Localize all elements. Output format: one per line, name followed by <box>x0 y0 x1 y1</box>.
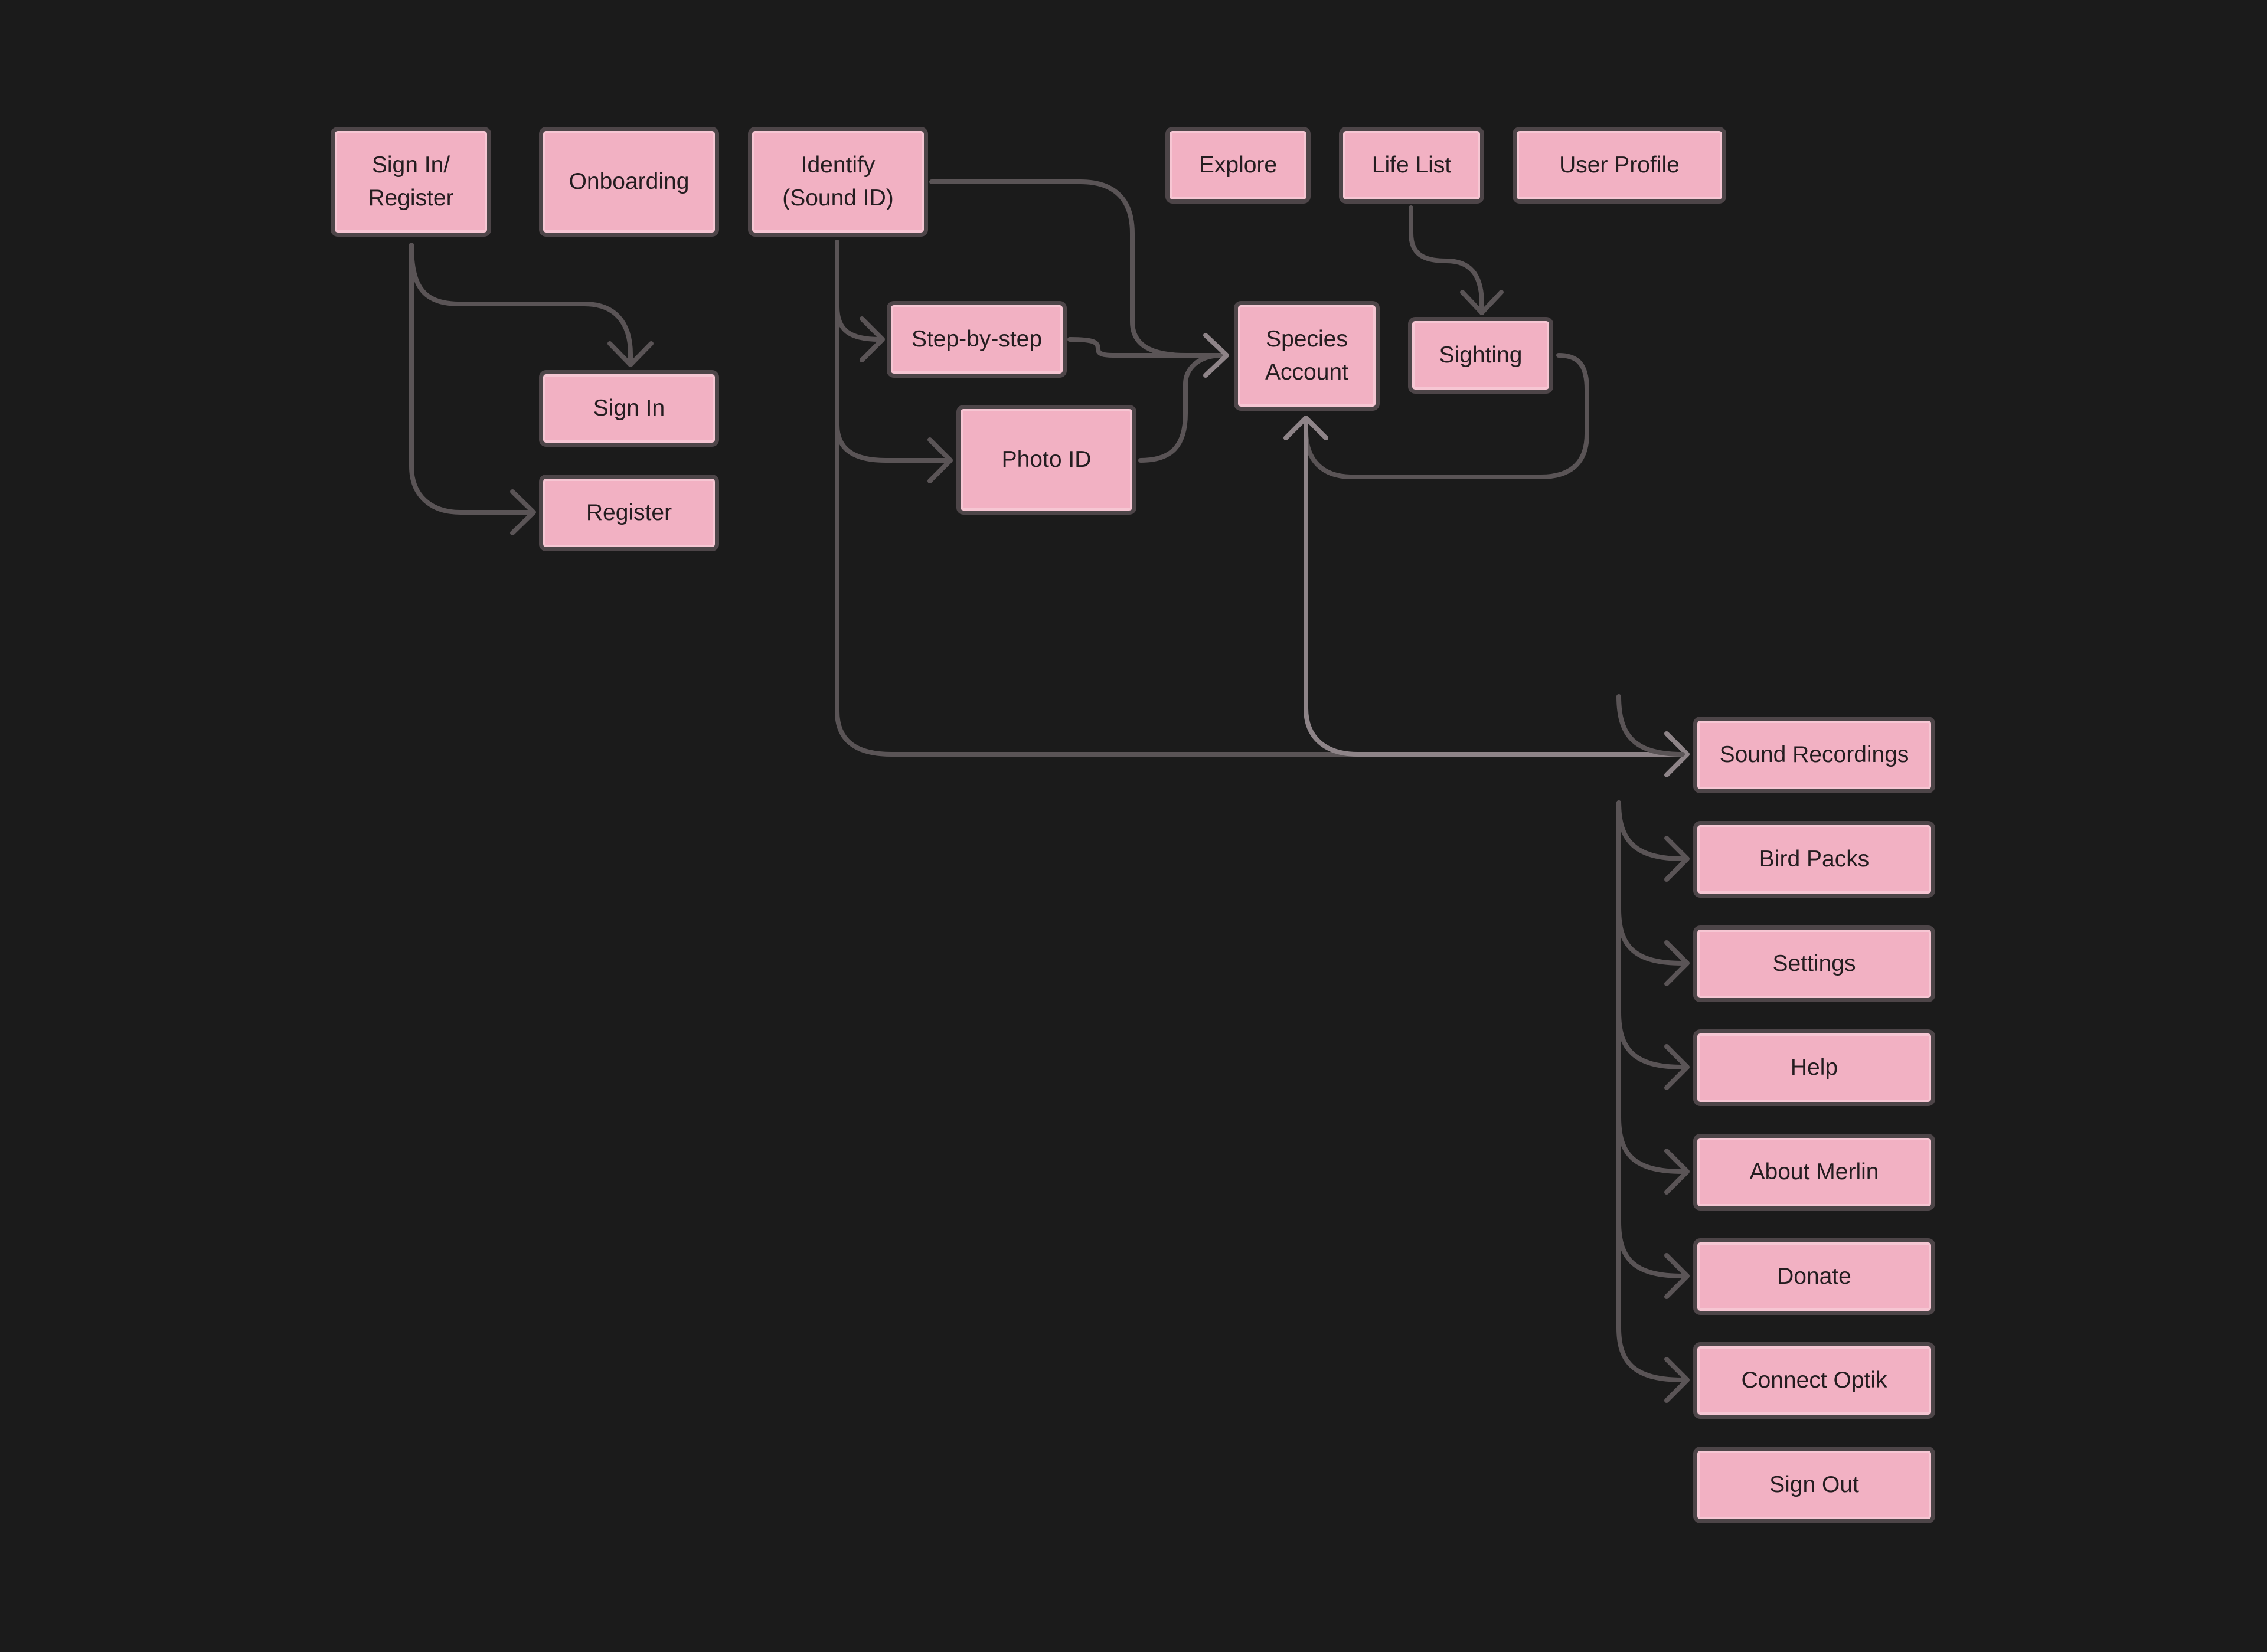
node-sign-in-register[interactable]: Sign In/ Register <box>331 127 491 237</box>
arrow-head-signin <box>607 341 654 367</box>
arrow-head-help <box>1664 1044 1690 1090</box>
node-photo-id[interactable]: Photo ID <box>956 405 1136 515</box>
arrow-head-connectoptik <box>1664 1357 1690 1403</box>
node-bird-packs[interactable]: Bird Packs <box>1693 821 1935 898</box>
node-connect-optik[interactable]: Connect Optik <box>1693 1342 1935 1419</box>
node-sign-out[interactable]: Sign Out <box>1693 1447 1935 1523</box>
node-species-account[interactable]: Species Account <box>1234 301 1380 411</box>
edge-stepbystep-species <box>1067 337 1227 358</box>
edge-photoid-species <box>1138 353 1224 463</box>
node-life-list[interactable]: Life List <box>1339 127 1484 204</box>
node-user-profile[interactable]: User Profile <box>1513 127 1726 204</box>
node-onboarding[interactable]: Onboarding <box>539 127 719 237</box>
arrow-head-species-left <box>1203 333 1229 378</box>
node-sighting[interactable]: Sighting <box>1408 317 1553 394</box>
edge-identify-stepbystep <box>835 240 882 342</box>
arrow-head-donate <box>1664 1253 1690 1299</box>
node-about-merlin[interactable]: About Merlin <box>1693 1134 1935 1211</box>
node-sign-in[interactable]: Sign In <box>539 370 719 447</box>
edge-signinregister-register <box>409 243 534 515</box>
arrow-head-sighting <box>1460 290 1504 315</box>
node-settings[interactable]: Settings <box>1693 925 1935 1002</box>
edge-userprofile-soundrecordings <box>1616 694 1685 757</box>
arrow-head-stepbystep <box>860 316 885 362</box>
edge-userprofile-donate <box>1616 1219 1685 1278</box>
edge-userprofile-birdpacks <box>1616 800 1685 861</box>
edge-soundrecordings-species <box>1304 418 1685 757</box>
edge-userprofile-help <box>1616 1010 1685 1069</box>
arrow-head-settings <box>1664 940 1690 986</box>
arrow-head-soundrecordings <box>1664 731 1690 777</box>
node-donate[interactable]: Donate <box>1693 1238 1935 1315</box>
edge-userprofile-aboutmerlin <box>1616 1115 1685 1174</box>
arrow-head-birdpacks <box>1664 836 1690 882</box>
arrow-head-aboutmerlin <box>1664 1149 1690 1195</box>
node-help[interactable]: Help <box>1693 1029 1935 1106</box>
edge-userprofile-connectoptik <box>1616 800 1685 1382</box>
node-identify-sound-id[interactable]: Identify (Sound ID) <box>748 127 928 237</box>
node-sound-recordings[interactable]: Sound Recordings <box>1693 717 1935 793</box>
edge-signinregister-signin <box>409 243 633 367</box>
arrow-head-species-bottom <box>1283 416 1328 440</box>
node-explore[interactable]: Explore <box>1165 127 1311 204</box>
edge-lifelist-sighting <box>1409 205 1484 315</box>
node-register[interactable]: Register <box>539 475 719 551</box>
node-step-by-step[interactable]: Step-by-step <box>887 301 1067 378</box>
arrow-head-register <box>510 489 536 535</box>
edge-userprofile-settings <box>1616 907 1685 966</box>
arrow-head-photoid <box>927 437 953 483</box>
